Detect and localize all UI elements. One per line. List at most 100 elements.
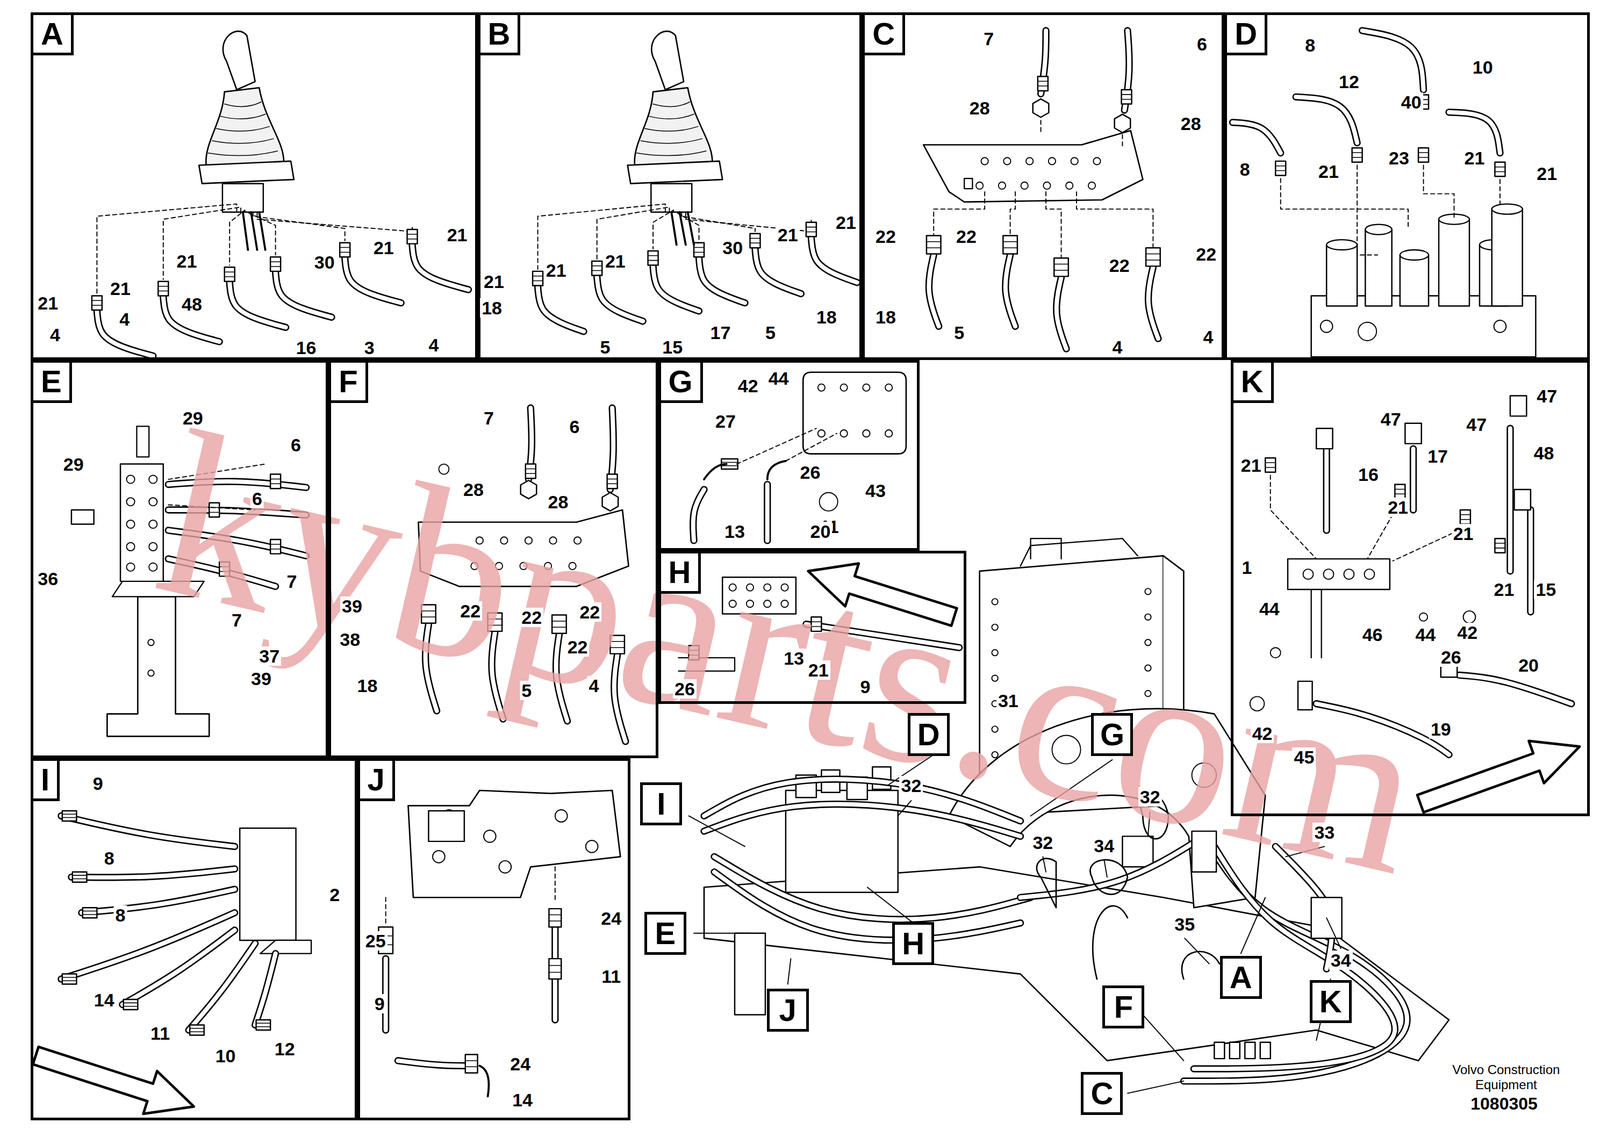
joystick-base: [627, 161, 723, 184]
hose: [275, 272, 332, 318]
callout-number: 7: [285, 571, 299, 592]
callout-number: 6: [1195, 34, 1209, 54]
fitting: [1229, 1042, 1240, 1059]
fitting-thread: [1394, 489, 1405, 494]
bolt-hole: [498, 861, 512, 874]
callout-number: 33: [1312, 822, 1337, 843]
fitting-thread: [407, 234, 418, 240]
fitting-thread: [1494, 543, 1505, 549]
bolt-hole: [1021, 182, 1029, 190]
bolt-hole: [585, 840, 599, 853]
callout-number: 22: [577, 602, 602, 622]
joystick-body: [222, 183, 264, 213]
fitting: [123, 999, 139, 1010]
hose: [928, 255, 939, 327]
callout-number: 4: [1201, 327, 1215, 347]
bolt-hole: [126, 563, 135, 572]
hose: [1409, 448, 1417, 511]
callout-number: 21: [806, 660, 831, 680]
hose: [1526, 510, 1534, 613]
fitting: [749, 233, 760, 249]
callout-number: 30: [720, 238, 745, 258]
dashed-line: [1280, 178, 1409, 230]
callout-number: 21: [1316, 161, 1341, 182]
hose-core: [345, 257, 401, 304]
bolt-hole: [555, 809, 568, 823]
hose-core: [1411, 448, 1416, 511]
callout-number: 44: [1413, 625, 1438, 645]
panel-letter: C: [864, 15, 906, 56]
fitting: [465, 1055, 478, 1074]
hose: [81, 889, 235, 914]
callout-number: 21: [1451, 524, 1476, 544]
fitting: [1145, 247, 1161, 267]
bolt-hole: [1003, 157, 1011, 165]
bolt-hole: [1364, 569, 1375, 580]
fitting-thread: [806, 227, 817, 233]
callout-number: 8: [102, 848, 117, 868]
bolt-hole: [483, 830, 497, 843]
detail-panel: I: [30, 758, 358, 1121]
dashed-line: [1045, 191, 1061, 257]
callout-number: 47: [1379, 409, 1403, 429]
callout-number: 22: [1107, 255, 1132, 276]
detail-panel: C: [862, 12, 1225, 361]
fitting: [1494, 538, 1505, 554]
callout-number: 21: [445, 225, 470, 245]
fitting-thread: [648, 255, 659, 261]
callout-number: 22: [458, 601, 483, 621]
callout-number: 28: [967, 98, 992, 118]
callout-letter: C: [1091, 1078, 1114, 1110]
callout-number: 7: [482, 408, 496, 428]
callout-box: G: [1091, 713, 1133, 757]
dashed-line: [736, 428, 817, 464]
hose-core: [188, 943, 255, 1031]
bolt-hole: [1025, 157, 1033, 165]
callout-number: 48: [180, 294, 204, 314]
hose-core: [928, 255, 939, 327]
callout-box: E: [644, 912, 687, 956]
callout-number: 4: [48, 325, 62, 345]
callout-number: 32: [1030, 833, 1055, 853]
callout-number: 25: [363, 931, 388, 951]
bolt-hole: [147, 639, 154, 646]
hex-nut: [1032, 98, 1050, 118]
hose: [188, 943, 255, 1031]
callout-number: 9: [91, 773, 105, 794]
boot-fold: [224, 102, 262, 107]
fitting: [1394, 484, 1405, 500]
callout-number: 21: [1386, 497, 1410, 518]
callout-number: 27: [713, 411, 738, 432]
callout-number: 4: [1110, 337, 1124, 357]
fitting-thread: [62, 977, 77, 981]
bolt-hole: [1043, 182, 1051, 190]
hex-nut: [1114, 114, 1131, 133]
hose-core: [1232, 122, 1281, 154]
panel-letter: J: [360, 761, 396, 802]
bolt-hole: [148, 542, 157, 551]
valve-body: [407, 790, 621, 898]
callout-number: 20: [808, 521, 833, 542]
hose-core: [714, 872, 1021, 941]
hose: [255, 953, 276, 1026]
callout-number: 1: [1240, 557, 1254, 578]
fitting-thread: [1121, 94, 1132, 100]
callout-letter: K: [1319, 986, 1343, 1018]
leader-line: [1142, 1015, 1184, 1061]
cable-loop: [1036, 858, 1057, 909]
cap: [136, 426, 149, 457]
elbow-fitting: [1514, 489, 1531, 511]
callout-number: 21: [1239, 455, 1264, 476]
fitting: [1037, 76, 1049, 91]
hose: [1005, 255, 1016, 327]
hose: [1148, 267, 1159, 339]
callout-box: H: [892, 922, 935, 966]
hose-core: [1362, 30, 1424, 90]
hose: [1506, 428, 1514, 572]
bolt-hole: [1048, 157, 1056, 165]
dashed-line: [256, 212, 413, 232]
bolt-hole: [1320, 320, 1333, 333]
cylinder-top: [1365, 224, 1392, 235]
fitting-thread: [123, 1002, 139, 1007]
callout-number: 5: [598, 337, 612, 357]
